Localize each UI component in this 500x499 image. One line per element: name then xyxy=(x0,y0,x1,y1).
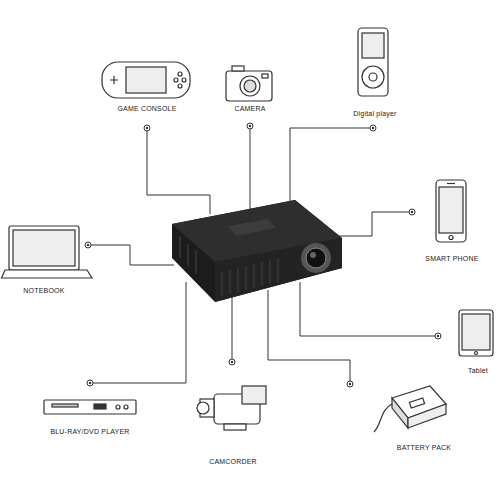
device-label: Tablet xyxy=(468,367,488,374)
notebook-icon xyxy=(2,226,93,278)
tablet-icon xyxy=(459,310,493,356)
device-label: Digital player xyxy=(353,110,396,117)
projector xyxy=(172,200,342,302)
device-label: CAMCORDER xyxy=(209,458,257,465)
game-console-icon xyxy=(102,62,190,98)
camcorder-icon xyxy=(197,386,266,430)
camera-icon xyxy=(226,66,272,101)
smart-phone-icon xyxy=(436,180,466,242)
leader-dot-centers xyxy=(87,125,439,385)
digital-player-icon xyxy=(358,28,388,96)
device-label: BATTERY PACK xyxy=(397,444,451,451)
device-label: CAMERA xyxy=(234,105,265,112)
device-label: BLU-RAY/DVD PLAYER xyxy=(50,428,129,435)
bluray-player-icon xyxy=(44,400,136,414)
device-label: GAME CONSOLE xyxy=(117,105,176,112)
device-label: SMART PHONE xyxy=(425,255,478,262)
battery-pack-icon xyxy=(374,386,446,432)
leader-lines xyxy=(90,128,436,383)
device-label: NOTEBOOK xyxy=(23,287,64,294)
leader-dots xyxy=(85,123,441,387)
